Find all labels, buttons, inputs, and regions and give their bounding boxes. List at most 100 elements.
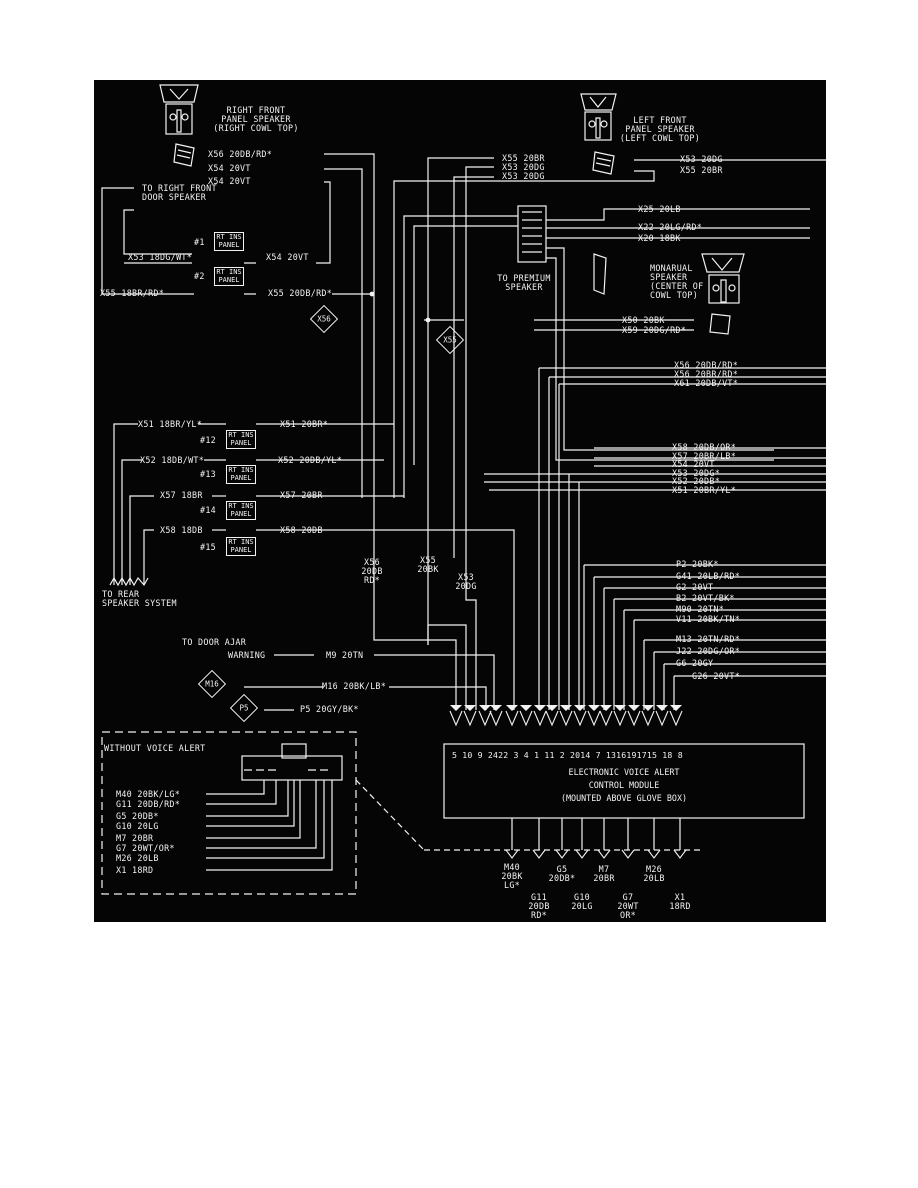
premium-speaker-label: TO PREMIUM SPEAKER <box>497 274 550 292</box>
speaker-label-line: MONARUAL <box>650 263 693 273</box>
wire-label: X58 20DB <box>280 525 323 535</box>
panel-box-line: RT INS <box>216 233 242 241</box>
door-ajar-line: TO DOOR AJAR <box>182 637 247 647</box>
panel-box-line: PANEL <box>230 510 252 518</box>
wire-label: X53 20DG <box>502 171 545 181</box>
splice-marker-text: X55 <box>443 335 457 345</box>
door-ajar-line: WARNING <box>228 650 266 660</box>
wire-label: V11 20BK/TN* <box>676 614 741 624</box>
wire-label: X20 18BK <box>638 233 681 243</box>
bottom-wire-line: M40 <box>503 862 521 872</box>
wire-label: X56 20DB/RD* <box>208 149 273 159</box>
splice-marker-text: M16 <box>205 679 219 689</box>
bottom-wire-line: 20DB* <box>548 873 576 883</box>
vertical-wire-line: X53 <box>457 572 475 582</box>
panel-box-line: PANEL <box>230 546 252 554</box>
wire-label: G7 20WT/OR* <box>116 843 175 853</box>
panel-number: #14 <box>200 505 217 515</box>
wiring-diagram: RIGHT FRONT PANEL SPEAKER (RIGHT COWL TO… <box>94 80 826 922</box>
bottom-wire-line: LG* <box>503 880 521 890</box>
wire-label: X56 20BR/RD* <box>674 369 739 379</box>
wire-label: M9 20TN <box>326 650 364 660</box>
panel-box-line: PANEL <box>230 439 252 447</box>
wire-label: X51 20BR/YL* <box>672 485 737 495</box>
wire-label: X54 20VT <box>266 252 309 262</box>
wire-label: X55 18BR/RD* <box>100 288 165 298</box>
vertical-wire-line: 20DB <box>361 566 383 576</box>
wire-label: X57 20BR <box>280 490 323 500</box>
wire-label: M90 20TN* <box>676 604 725 614</box>
panel-box-line: PANEL <box>230 474 252 482</box>
wire-label: P2 20BK* <box>676 559 719 569</box>
module-title-line: ELECTRONIC VOICE ALERT <box>568 767 680 777</box>
speaker-label-line: LEFT FRONT <box>633 115 687 125</box>
wire-label: G26 20VT* <box>692 671 741 681</box>
bottom-wire-line: 18RD <box>669 901 691 911</box>
door-speaker-line: TO RIGHT FRONT <box>142 183 217 193</box>
bottom-wire-line: X1 <box>674 892 686 902</box>
right-front-speaker-label: RIGHT FRONT PANEL SPEAKER (RIGHT COWL TO… <box>213 106 298 133</box>
wire-label: X57 18BR <box>160 490 203 500</box>
splice-marker-text: X56 <box>317 314 331 324</box>
wire-label: X54 20VT <box>208 176 251 186</box>
wire-label: X55 20DB/RD* <box>268 288 333 298</box>
wire-label: G41 20LB/RD* <box>676 571 741 581</box>
wire-label: M13 20TN/RD* <box>676 634 741 644</box>
panel-box-line: RT INS <box>228 502 254 510</box>
left-front-speaker-label: LEFT FRONT PANEL SPEAKER (LEFT COWL TOP) <box>620 116 700 143</box>
wire-label: G2 20VT <box>676 582 714 592</box>
premium-line: TO PREMIUM <box>497 273 551 283</box>
vertical-wire-line: RD* <box>363 575 381 585</box>
vertical-wire-label: X53 20DG <box>455 573 476 591</box>
bottom-wire-line: 20DB <box>528 901 550 911</box>
wire-label: X55 20BR <box>502 153 545 163</box>
wire-label: X56 20DB/RD* <box>674 360 739 370</box>
monaural-speaker-icon <box>701 253 745 335</box>
bottom-wire-line: 20WT <box>617 901 639 911</box>
wire-label: X53 20DG <box>680 154 723 164</box>
splice-marker-text: P5 <box>239 703 249 713</box>
wire-label: X52 20DB/YL* <box>278 455 343 465</box>
wire-label: X58 18DB <box>160 525 203 535</box>
door-speaker-label: TO RIGHT FRONT DOOR SPEAKER <box>142 184 217 202</box>
panel-box-line: RT INS <box>228 466 254 474</box>
wire-label: G6 20GY <box>676 658 714 668</box>
bottom-wire-line: M7 <box>598 864 610 874</box>
wire-lines <box>101 84 826 895</box>
speaker-label-line: RIGHT FRONT <box>226 105 286 115</box>
speaker-label-line: PANEL SPEAKER <box>221 114 291 124</box>
without-voice-alert-title: WITHOUT VOICE ALERT <box>104 743 206 753</box>
vertical-wire-line: X56 <box>363 557 381 567</box>
panel-number: #2 <box>194 271 205 281</box>
wire-label: X50 20BK <box>622 315 665 325</box>
door-ajar-label: TO DOOR AJAR WARNING <box>182 638 265 660</box>
vertical-wire-line: X55 <box>419 555 437 565</box>
speaker-label-line: COWL TOP) <box>650 290 699 300</box>
vertical-wire-label: X56 20DB RD* <box>361 558 382 585</box>
right-front-speaker-icon <box>159 84 199 167</box>
wire-label: X55 20BR <box>680 165 723 175</box>
bottom-wire-line: M26 <box>645 864 663 874</box>
speaker-label-line: (CENTER OF <box>650 281 704 291</box>
wire-label: X61 20DB/VT* <box>674 378 739 388</box>
speaker-label-line: PANEL SPEAKER <box>625 124 695 134</box>
bottom-wire-line: 20LG <box>571 901 593 911</box>
wire-label: X51 18BR/YL* <box>138 419 203 429</box>
bottom-wire-line: G7 <box>622 892 634 902</box>
wire-label: G11 20DB/RD* <box>116 799 181 809</box>
wire-label: X51 20BR* <box>280 419 329 429</box>
bottom-wire-line: G5 <box>556 864 568 874</box>
speaker-label-line: (RIGHT COWL TOP) <box>213 123 299 133</box>
bottom-wire-line: 20BK <box>501 871 523 881</box>
